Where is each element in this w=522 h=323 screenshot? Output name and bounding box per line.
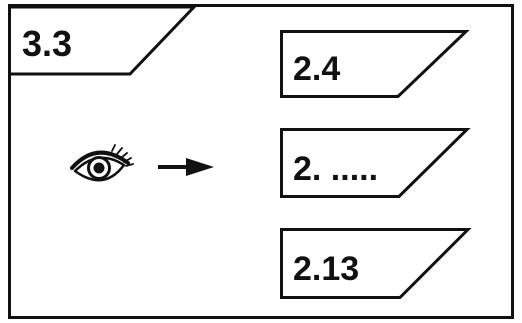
outer-frame <box>8 4 514 319</box>
option-box-1: 2.4 <box>280 30 470 98</box>
option-box-3-label: 2.13 <box>293 250 359 288</box>
eye-icon <box>70 144 134 182</box>
option-box-1-label: 2.4 <box>293 50 340 88</box>
option-box-1-shape <box>280 30 470 98</box>
header-tab: 3.3 <box>11 5 198 76</box>
option-box-3: 2.13 <box>280 228 472 299</box>
option-box-3-shape <box>280 228 472 299</box>
option-box-2: 2. ..... <box>280 128 471 198</box>
right-arrow-icon <box>158 158 214 176</box>
option-box-2-shape <box>280 128 471 198</box>
header-tab-label: 3.3 <box>22 23 72 64</box>
option-box-2-label: 2. ..... <box>293 150 378 188</box>
header-tab-shape <box>11 5 198 76</box>
